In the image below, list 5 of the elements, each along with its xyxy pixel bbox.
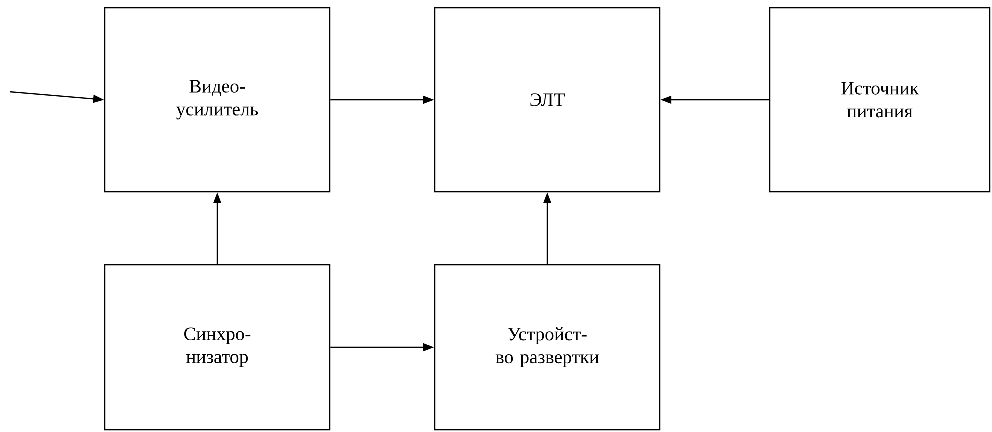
block-box: ЭЛТ bbox=[434, 7, 661, 193]
block-box: Видео- усилитель bbox=[104, 7, 331, 193]
block-box: Синхро- низатор bbox=[104, 264, 331, 431]
block-box: Устройст- во развертки bbox=[434, 264, 661, 431]
block-box: Источник питания bbox=[769, 7, 991, 193]
